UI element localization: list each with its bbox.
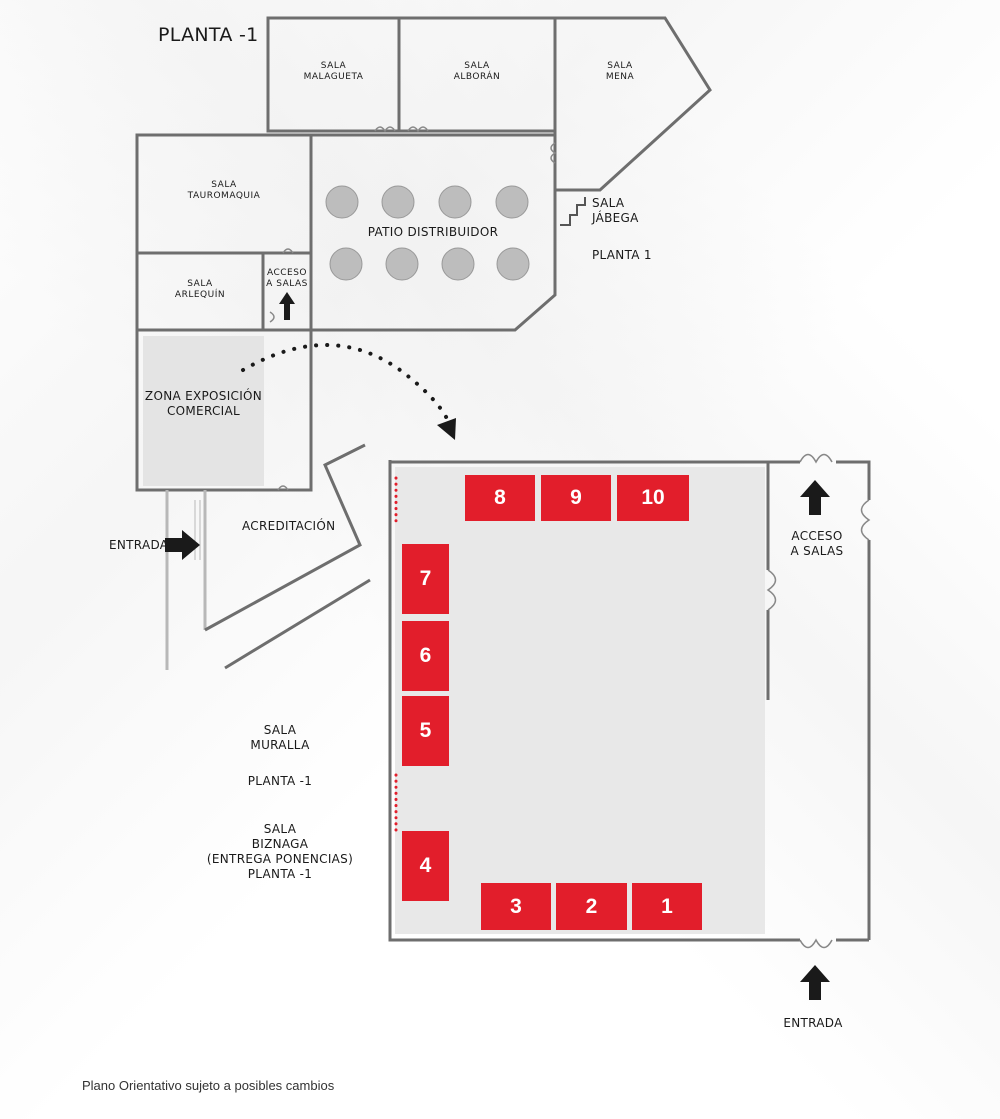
zona-expo-wall (135, 328, 313, 492)
stairs-icon (560, 197, 586, 226)
zona-expo-label: ZONA EXPOSICIÓN COMERCIAL (144, 389, 263, 418)
acreditacion-label: ACREDITACIÓN (242, 519, 336, 533)
room-mena-wall (553, 16, 712, 192)
stairs-icon (194, 500, 201, 560)
stand-1[interactable]: 1 (632, 883, 702, 930)
stand-10[interactable]: 10 (617, 475, 689, 521)
room-muralla: SALA MURALLA (250, 723, 310, 752)
room-arlequin: SALA ARLEQUÍN (174, 279, 226, 301)
patio-wall (309, 133, 557, 332)
stand-2[interactable]: 2 (556, 883, 627, 930)
disclaimer: Plano Orientativo sujeto a posibles camb… (82, 1078, 335, 1093)
room-malagueta: SALA MALAGUETA (303, 61, 364, 83)
plant-icon (325, 185, 530, 281)
zoom-arrow-icon (437, 418, 456, 440)
arrow-right-icon (165, 530, 200, 560)
room-biznaga: SALA BIZNAGA (ENTREGA PONENCIAS) PLANTA … (206, 822, 354, 881)
stand-7[interactable]: 7 (402, 544, 449, 614)
zoom-path (241, 343, 452, 427)
stand-6[interactable]: 6 (402, 621, 449, 691)
acceso-salas-small: ACCESO A SALAS (266, 268, 308, 290)
hall-floor (395, 467, 765, 934)
stand-4[interactable]: 4 (402, 831, 449, 901)
patio-label: PATIO DISTRIBUIDOR (367, 225, 499, 239)
hall-wall (388, 460, 800, 942)
entrada-left-label: ENTRADA (109, 538, 169, 552)
stand-3[interactable]: 3 (481, 883, 551, 930)
stand-9[interactable]: 9 (541, 475, 611, 521)
stand-5[interactable]: 5 (402, 696, 449, 766)
room-muralla-floor: PLANTA -1 (247, 774, 313, 788)
room-tauromaquia: SALA TAUROMAQUIA (187, 180, 261, 202)
room-alboran: SALA ALBORÁN (453, 61, 501, 83)
room-mena: SALA MENA (605, 61, 635, 83)
room-jabega-floor: PLANTA 1 (592, 248, 652, 262)
door-icon (269, 126, 871, 949)
floor-title: PLANTA -1 (158, 24, 259, 46)
zona-expo-floor (143, 336, 264, 486)
acceso-salas-big: ACCESO A SALAS (790, 529, 844, 558)
entrada-bottom-label: ENTRADA (783, 1016, 843, 1030)
stand-8[interactable]: 8 (465, 475, 535, 521)
arrow-up-icon (279, 292, 830, 1000)
room-jabega: SALA JÁBEGA (592, 196, 639, 225)
